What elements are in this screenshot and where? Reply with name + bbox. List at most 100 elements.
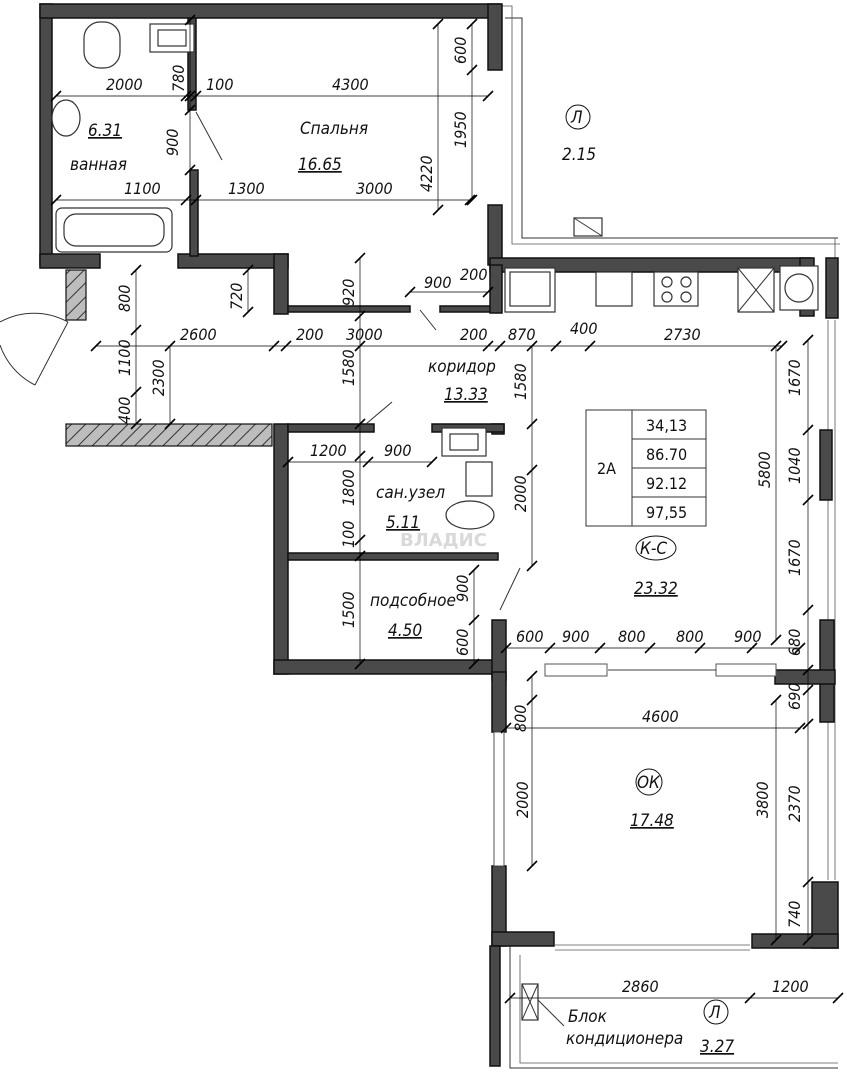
dimension-tick	[90, 340, 102, 352]
dim-label: 2860	[622, 977, 659, 996]
apartment-type: 2А	[597, 459, 616, 478]
dimension-tick	[482, 340, 494, 352]
dim-label: 2730	[664, 325, 701, 344]
balcony-bottom-outline	[509, 944, 838, 1069]
bathroom-fixtures	[51, 21, 195, 253]
dimension-tick	[466, 64, 478, 76]
dimension-tick	[526, 418, 538, 430]
ac-unit	[521, 983, 565, 1027]
dimension-tick	[50, 90, 62, 102]
dimension-tick	[362, 456, 374, 468]
dimension-tick	[268, 340, 280, 352]
dimension-tick	[180, 90, 192, 102]
dim-label: 2600	[180, 325, 217, 344]
dimension-tick	[526, 860, 538, 872]
dimension-tick	[770, 694, 782, 706]
dimension-tick	[354, 310, 366, 322]
dimension-tick	[802, 876, 814, 888]
dimension-tick	[694, 642, 706, 654]
dim-label: 400	[115, 397, 134, 424]
corridor-area: 13.33	[444, 385, 488, 405]
dim-label: 720	[227, 283, 246, 310]
dimension-tick	[280, 340, 292, 352]
balcony-top-outline	[500, 5, 840, 262]
dim-label: 780	[169, 65, 188, 92]
dimension-tick	[464, 194, 476, 206]
dim-label: 3800	[753, 781, 772, 818]
balcony-bottom-name: Л	[708, 1003, 721, 1023]
dimension-tick	[794, 722, 806, 734]
dimension-tick	[802, 934, 814, 946]
dim-label: 2370	[785, 785, 804, 822]
dim-label: 920	[339, 279, 358, 306]
dim-label: 4220	[417, 155, 436, 192]
dimension-tick	[802, 334, 814, 346]
dimension-tick	[130, 418, 142, 430]
dimension-tick	[466, 194, 478, 206]
dimension-tick	[354, 534, 366, 546]
ac-label-line1: Блок	[568, 1007, 608, 1027]
dim-label: 900	[424, 273, 451, 292]
dimension-tick	[770, 634, 782, 646]
kitchen-living-area: 23.32	[634, 579, 678, 599]
dim-label: 100	[339, 521, 358, 548]
dim-label: 1950	[451, 111, 470, 148]
dimension-tick	[432, 204, 444, 216]
kitchen-living-name: К-С	[640, 539, 667, 559]
toilet-name: сан.узел	[376, 483, 445, 503]
dimension-tick	[494, 340, 506, 352]
watermark: ВЛАДИС	[400, 530, 487, 551]
dimension-tick	[526, 670, 538, 682]
dimension-tick	[794, 642, 806, 654]
dim-label: 200	[460, 265, 487, 284]
dimension-tick	[190, 194, 202, 206]
dimension-tick	[354, 418, 366, 430]
bedroom-area: 16.65	[298, 155, 342, 175]
dim-label: 680	[785, 629, 804, 656]
dim-label: 900	[734, 627, 761, 646]
dimension-tick	[594, 642, 606, 654]
storage-area: 4.50	[388, 621, 422, 641]
dim-label: 2000	[513, 781, 532, 818]
dimension-tick	[404, 286, 416, 298]
dimension-tick	[190, 90, 202, 102]
room-labels: 6.31 ванная Спальня 16.65 Л 2.15 коридор…	[70, 104, 734, 1057]
dimension-tick	[130, 386, 142, 398]
room-ok-name: ОК	[637, 773, 661, 793]
dimension-tick	[544, 642, 556, 654]
dimension-tick	[802, 494, 814, 506]
dimension-tick	[550, 340, 562, 352]
dimension-tick	[526, 464, 538, 476]
table-value-3: 92.12	[646, 474, 687, 493]
dimension-tick	[832, 992, 844, 1004]
dim-label: 3000	[346, 325, 383, 344]
dim-label: 1300	[228, 179, 265, 198]
dim-label: 1670	[785, 359, 804, 396]
dimension-tick	[802, 684, 814, 696]
dimension-tick	[770, 934, 782, 946]
dimension-tick	[164, 418, 176, 430]
dim-label: 1200	[772, 977, 809, 996]
bathroom-area: 6.31	[88, 121, 122, 141]
dimension-tick	[282, 456, 294, 468]
right-window-strip	[827, 320, 836, 880]
dimension-tick	[802, 718, 814, 730]
dim-label: 2300	[149, 359, 168, 396]
dimension-tick	[526, 340, 538, 352]
dimension-tick	[432, 18, 444, 30]
dim-label: 4300	[332, 75, 369, 94]
dimension-tick	[354, 550, 366, 562]
table-value-4: 97,55	[646, 503, 687, 522]
dim-label: 600	[451, 37, 470, 64]
dimension-tick	[50, 194, 62, 206]
dim-label: 600	[516, 627, 543, 646]
storage-name: подсобное	[370, 591, 456, 611]
dimension-tick	[584, 340, 596, 352]
dim-label: 1040	[785, 447, 804, 484]
ac-label-line2: кондиционера	[566, 1029, 683, 1049]
dim-label: 200	[460, 325, 487, 344]
dimension-tick	[242, 264, 254, 276]
dim-label: 1800	[339, 469, 358, 506]
dimension-tick	[184, 164, 196, 176]
